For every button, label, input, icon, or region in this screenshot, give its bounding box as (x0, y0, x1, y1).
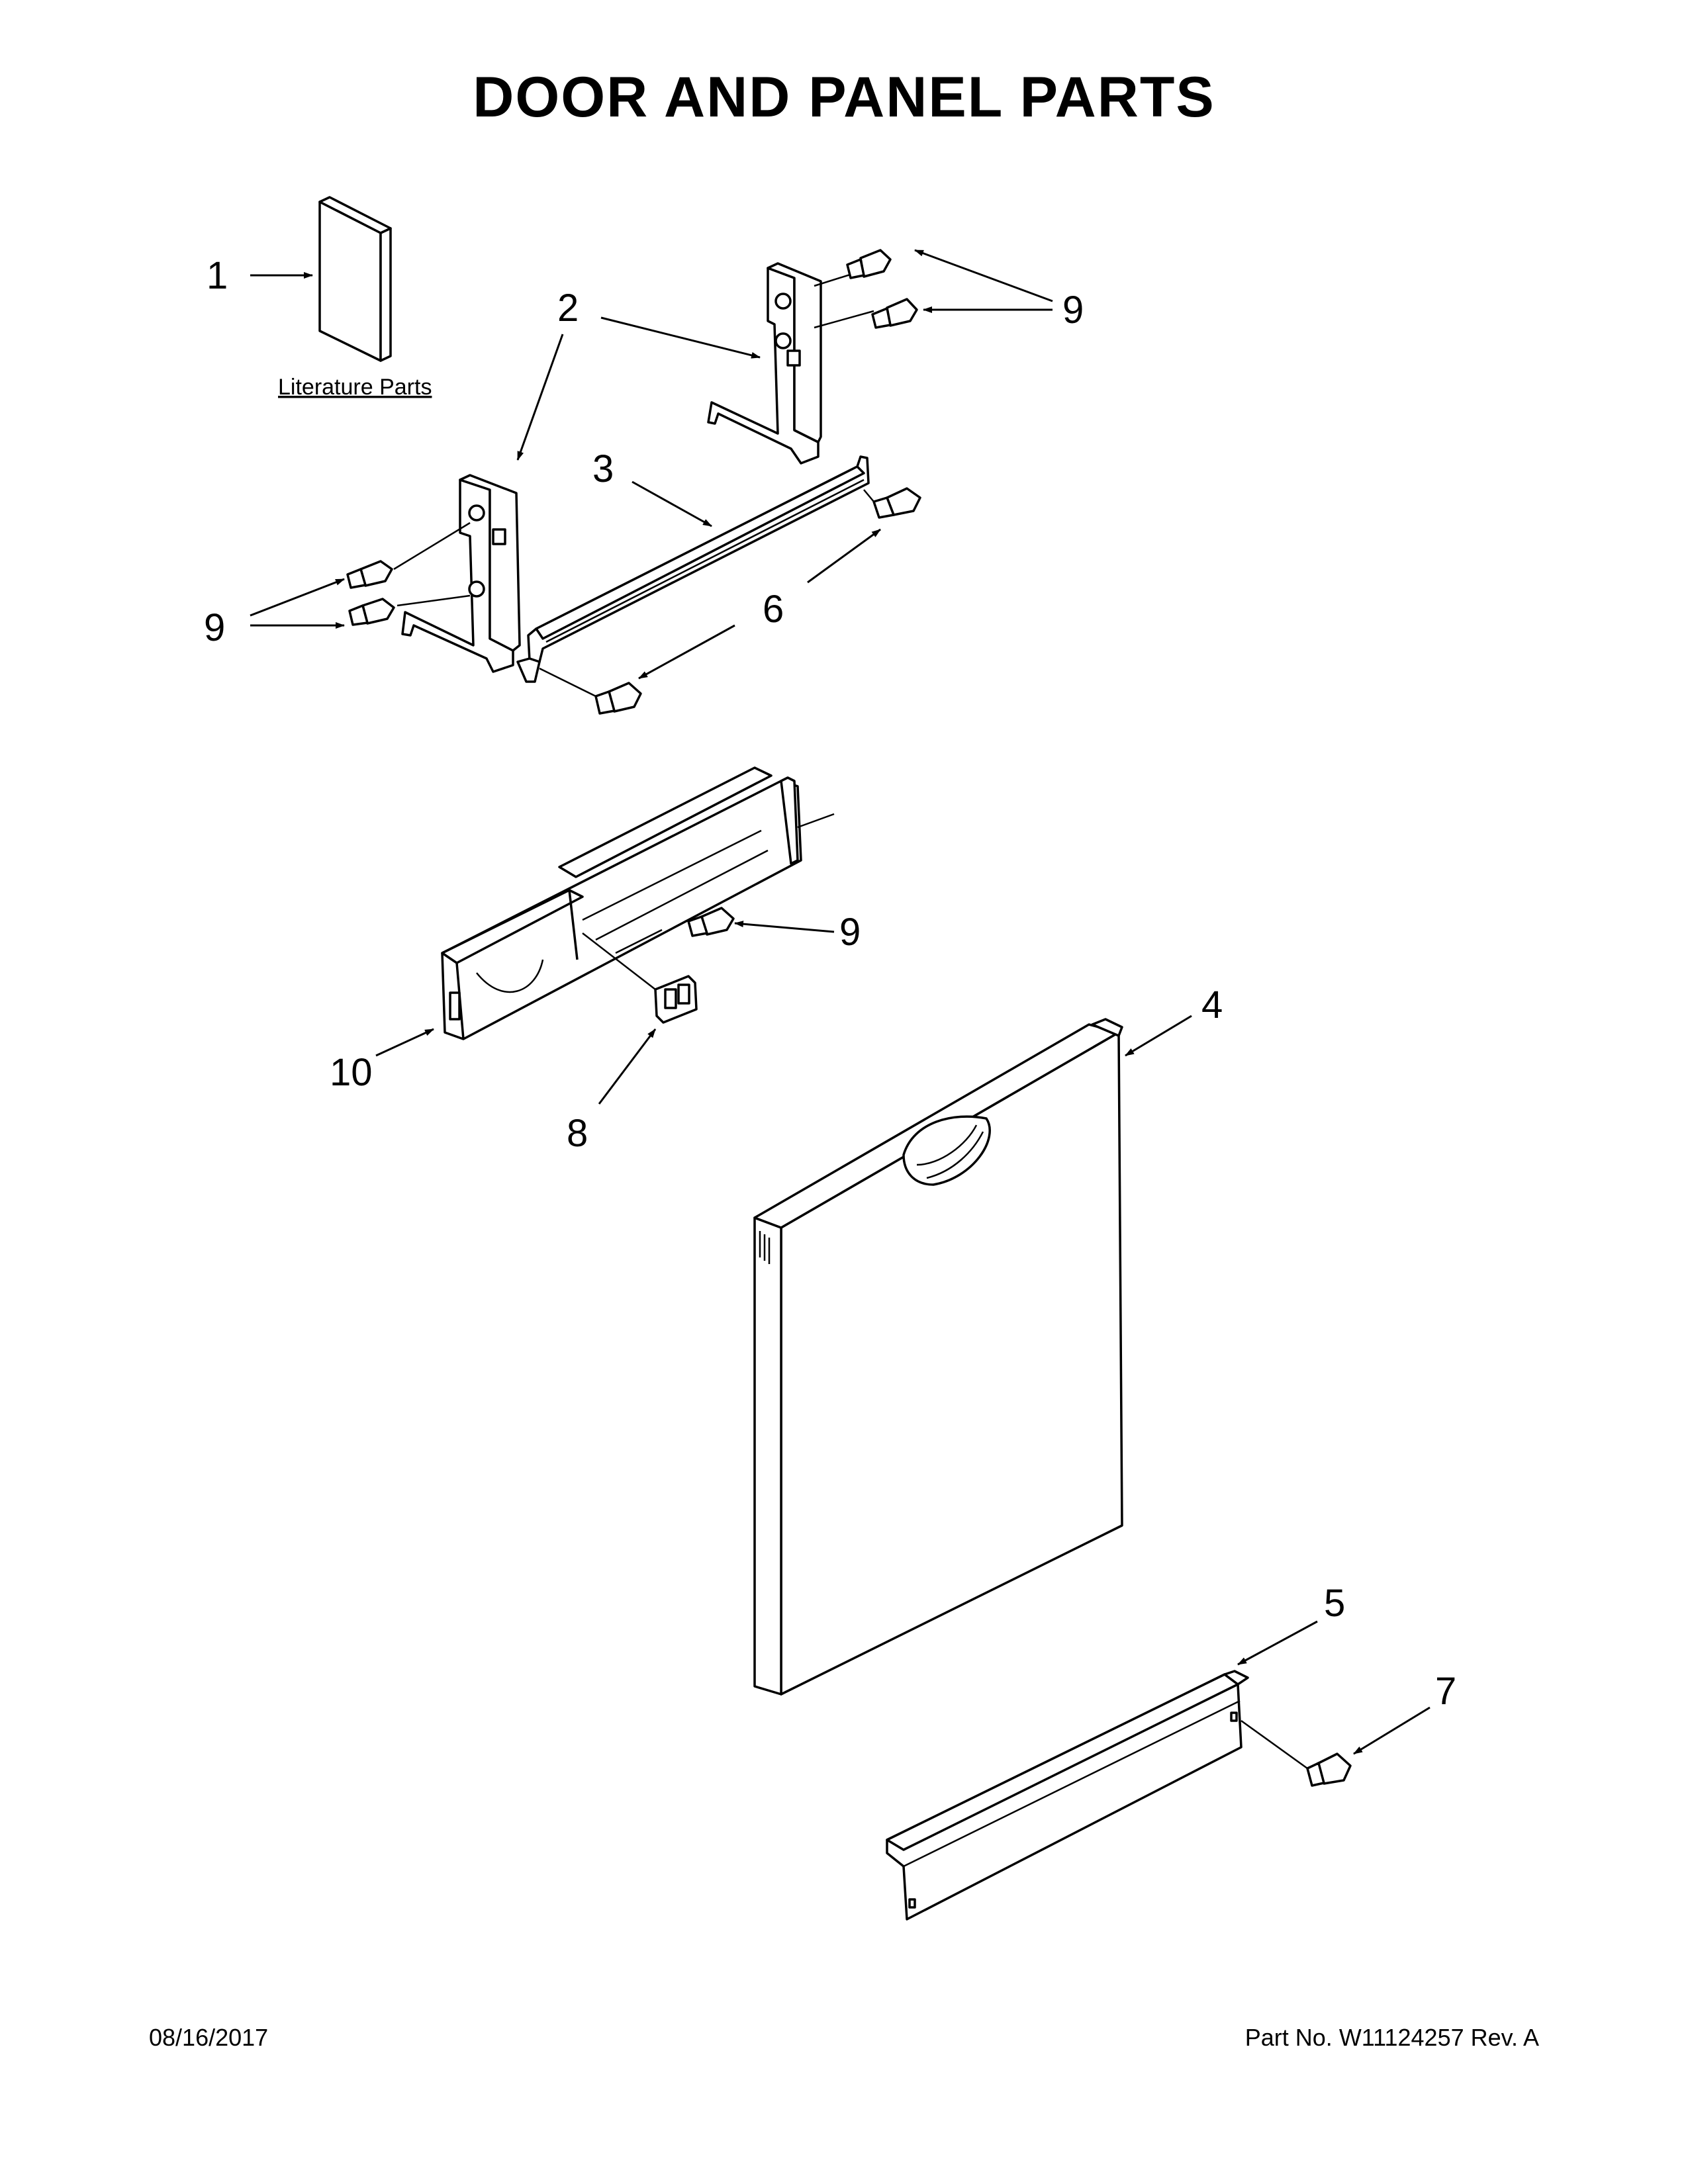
callout-7-arrow (1353, 1706, 1430, 1755)
callout-2-lower-arrow (516, 334, 564, 461)
screw-6-left (539, 667, 642, 715)
callout-2: 2 (557, 287, 579, 330)
callout-5: 5 (1324, 1582, 1345, 1625)
callout-2-upper-arrow (600, 316, 761, 359)
callout-6-arrow-1 (807, 528, 881, 584)
screw-left-1 (346, 560, 393, 589)
toe-panel-part (886, 1670, 1249, 1921)
screw-6-right (863, 487, 921, 519)
callout-10-arrow (375, 1028, 434, 1057)
clip-part (582, 933, 698, 1024)
literature-booklet-part (318, 196, 392, 362)
screw-left-2 (348, 598, 395, 626)
screw-upper-2 (871, 298, 918, 329)
callout-6: 6 (763, 588, 784, 631)
lower-left-bracket-part (393, 474, 521, 673)
footer-part-number: Part No. W11124257 Rev. A (1244, 2024, 1539, 2051)
footer-date: 08/16/2017 (149, 2024, 269, 2051)
callout-9-middle-arrow (734, 921, 835, 933)
callout-8-arrow (598, 1028, 657, 1105)
callout-4-arrow (1125, 1015, 1192, 1057)
panel-bar-part (516, 455, 870, 683)
callout-9-middle: 9 (839, 911, 861, 954)
callout-1: 1 (207, 254, 228, 297)
callout-8: 8 (567, 1112, 588, 1155)
callout-9-upper: 9 (1062, 289, 1084, 332)
page-title: DOOR AND PANEL PARTS (473, 66, 1215, 129)
callout-9-upper-arrow-1 (914, 249, 1053, 302)
upper-right-bracket-part (707, 262, 874, 465)
callout-10: 10 (330, 1051, 373, 1094)
callout-4: 4 (1201, 983, 1223, 1026)
callout-9-left-arrow-1 (250, 578, 345, 617)
callout-7: 7 (1435, 1670, 1456, 1713)
literature-parts-label: Literature Parts (278, 375, 432, 400)
door-panel-part (753, 1018, 1123, 1696)
control-panel-assembly-part (441, 766, 835, 1040)
callout-3: 3 (592, 447, 614, 490)
callout-5-arrow (1237, 1620, 1318, 1666)
screw-upper-1 (846, 249, 892, 279)
callout-6-arrow-2 (638, 624, 735, 680)
screw-middle (687, 907, 735, 937)
callout-9-left: 9 (204, 606, 225, 649)
callout-3-arrow (632, 480, 712, 527)
screw-7 (1241, 1719, 1352, 1787)
